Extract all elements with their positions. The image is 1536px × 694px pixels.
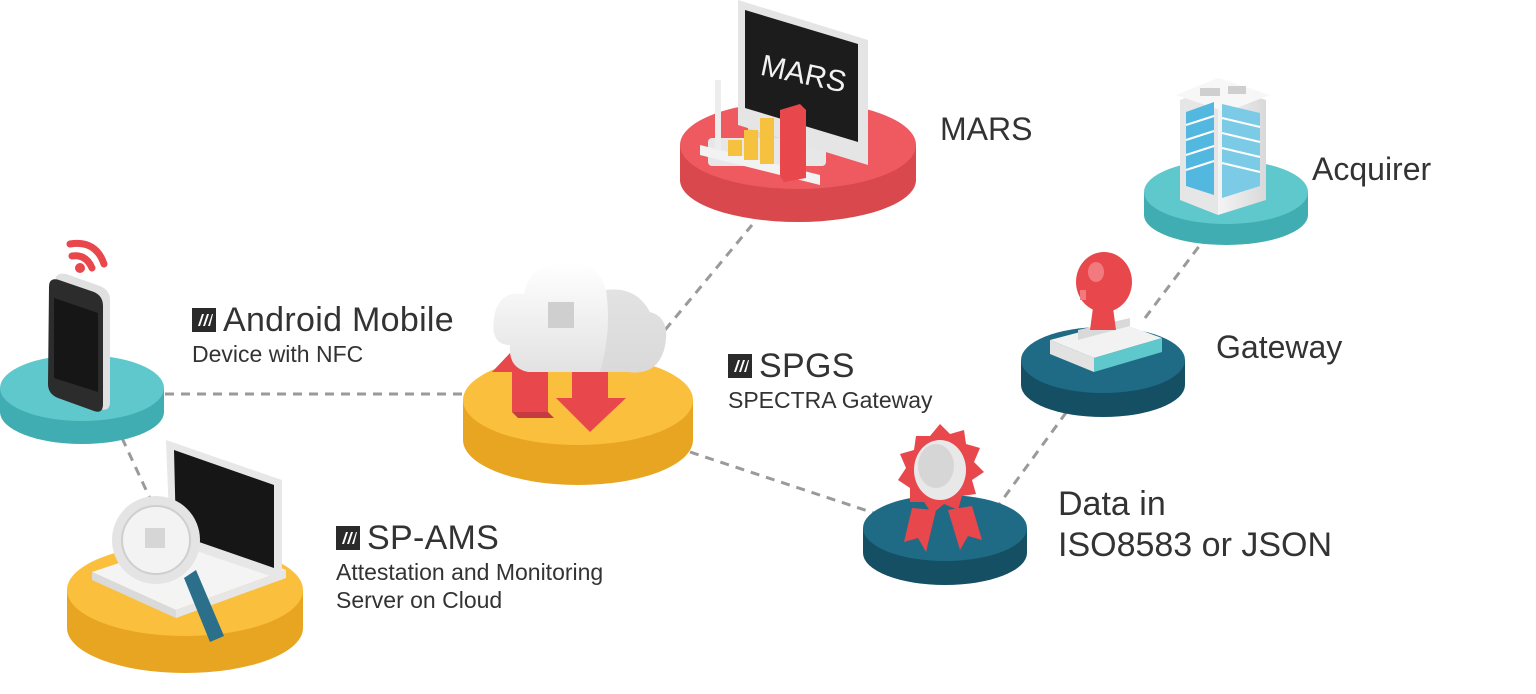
android-title: Android Mobile bbox=[223, 301, 454, 339]
stamp-icon bbox=[1050, 252, 1162, 372]
mars-title: MARS bbox=[940, 111, 1033, 147]
android-subtitle: Device with NFC bbox=[192, 341, 364, 367]
spgs-subtitle: SPECTRA Gateway bbox=[728, 387, 933, 413]
award-ribbon-icon bbox=[898, 424, 984, 552]
spgs-node bbox=[463, 262, 693, 485]
cloud-icon bbox=[493, 262, 667, 373]
connector-spgs-mars bbox=[663, 224, 754, 331]
acquirer-node bbox=[1144, 78, 1308, 245]
bar-chart-icon bbox=[700, 80, 820, 185]
spams-node bbox=[67, 440, 303, 673]
android-node bbox=[0, 239, 164, 444]
data-title-line2: ISO8583 or JSON bbox=[1058, 526, 1333, 564]
wifi-signal-icon bbox=[66, 239, 108, 273]
spams-subtitle-line2: Server on Cloud bbox=[336, 587, 503, 613]
spams-label: SP-AMS Attestation and Monitoring Server… bbox=[336, 518, 603, 614]
data-title-line1: Data in bbox=[1058, 485, 1166, 523]
android-label: Android Mobile Device with NFC bbox=[192, 300, 454, 368]
acquirer-label: Acquirer bbox=[1312, 150, 1431, 188]
spgs-title: SPGS bbox=[759, 347, 855, 385]
gateway-node bbox=[1021, 252, 1185, 417]
connector-lines bbox=[120, 224, 1202, 521]
data-label: Data in ISO8583 or JSON bbox=[1058, 484, 1332, 566]
connector-spgs-data bbox=[689, 450, 881, 517]
smartphone-icon bbox=[48, 273, 110, 412]
spgs-label: SPGS SPECTRA Gateway bbox=[728, 346, 933, 414]
connector-data-gateway bbox=[993, 409, 1070, 511]
brand-mark-icon bbox=[336, 526, 360, 550]
mars-node: MARS bbox=[680, 0, 916, 222]
gateway-title: Gateway bbox=[1216, 329, 1343, 365]
magnifier-icon bbox=[112, 496, 224, 642]
acquirer-title: Acquirer bbox=[1312, 151, 1432, 187]
spams-title: SP-AMS bbox=[367, 519, 500, 557]
office-building-icon bbox=[1176, 78, 1270, 215]
brand-mark-icon bbox=[548, 302, 574, 328]
data-node bbox=[863, 424, 1027, 585]
data-platform bbox=[863, 495, 1027, 561]
gateway-label: Gateway bbox=[1216, 328, 1342, 366]
brand-mark-icon bbox=[192, 308, 216, 332]
spams-subtitle-line1: Attestation and Monitoring bbox=[336, 559, 604, 585]
connector-gateway-acquirer bbox=[1143, 244, 1202, 319]
brand-mark-icon bbox=[728, 354, 752, 378]
laptop-icon bbox=[92, 440, 286, 618]
mars-label: MARS bbox=[940, 110, 1032, 148]
